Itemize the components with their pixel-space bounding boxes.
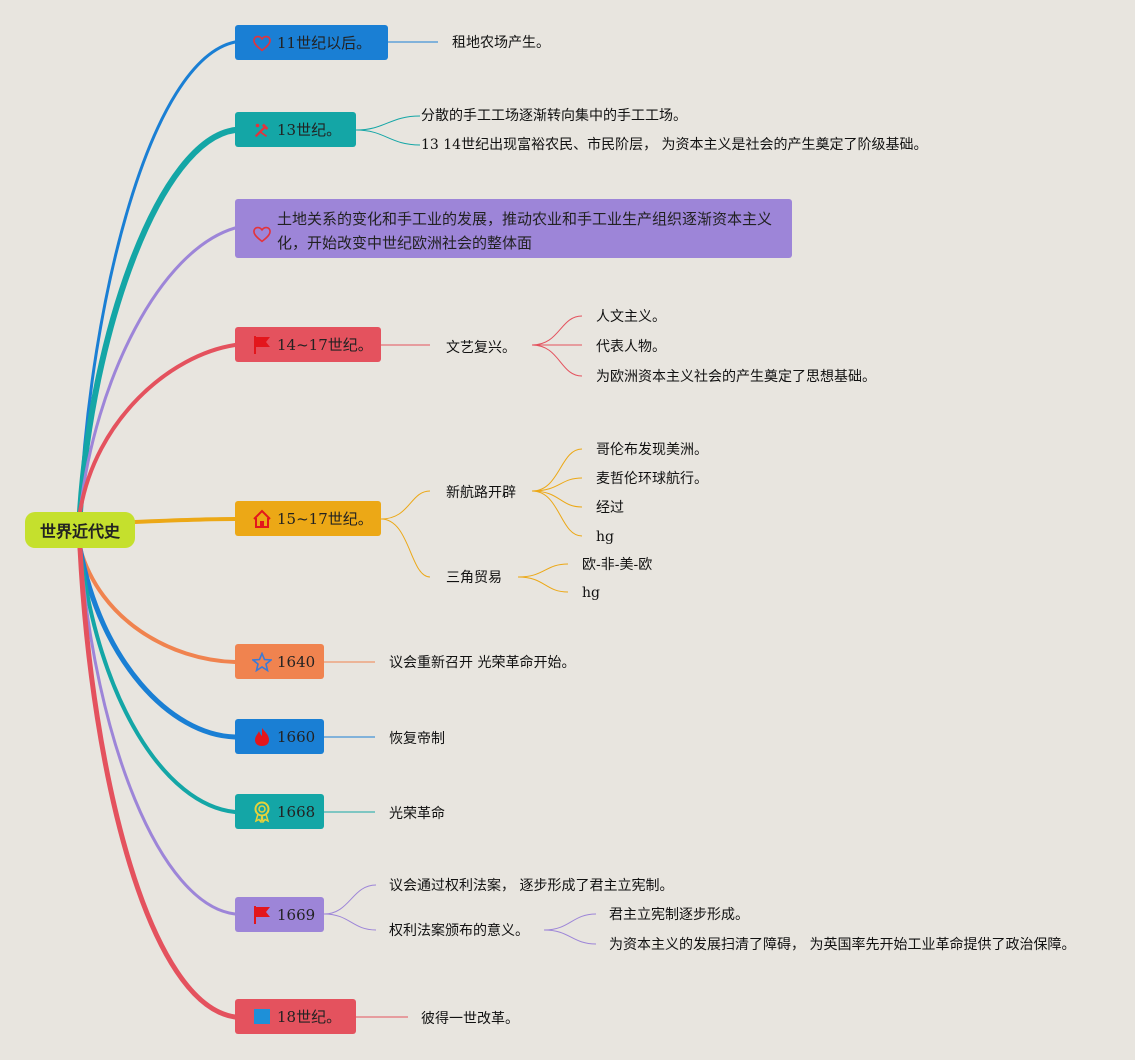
subtopic-text[interactable]: 三角贸易	[446, 570, 502, 586]
leaf-text[interactable]: 为欧洲资本主义社会的产生奠定了思想基础。	[596, 369, 876, 385]
leaf-text[interactable]: 议会重新召开 光荣革命开始。	[389, 655, 576, 671]
leaf-text[interactable]: 欧-非-美-欧	[582, 557, 653, 573]
flag-icon	[251, 334, 273, 356]
topic-1669[interactable]: 1669	[235, 897, 324, 932]
fire-icon	[251, 726, 273, 748]
topic-11th-century[interactable]: 11世纪以后。	[235, 25, 388, 60]
leaf-text[interactable]: 经过	[596, 500, 624, 516]
leaf-text[interactable]: 13 14世纪出现富裕农民、市民阶层， 为资本主义是社会的产生奠定了阶级基础。	[421, 137, 928, 153]
leaf-text[interactable]: hg	[596, 529, 614, 545]
subtopic-text[interactable]: 新航路开辟	[446, 485, 516, 501]
award-icon	[251, 801, 273, 823]
leaf-text[interactable]: 彼得一世改革。	[421, 1011, 519, 1027]
heart-icon	[251, 32, 273, 54]
flag-icon	[251, 904, 273, 926]
root-topic[interactable]: 世界近代史	[25, 512, 135, 548]
leaf-text[interactable]: 为资本主义的发展扫清了障碍， 为英国率先开始工业革命提供了政治保障。	[609, 937, 1076, 953]
topic-15-17th-century[interactable]: 15~17世纪。	[235, 501, 381, 536]
leaf-text[interactable]: 租地农场产生。	[452, 35, 550, 51]
leaf-text[interactable]: hg	[582, 585, 600, 601]
home-icon	[251, 508, 273, 530]
topic-1668[interactable]: 1668	[235, 794, 324, 829]
subtopic-text[interactable]: 文艺复兴。	[446, 340, 516, 356]
subtopic-text[interactable]: 权利法案颁布的意义。	[389, 923, 529, 939]
flag-square-icon	[251, 1006, 273, 1028]
leaf-text[interactable]: 分散的手工工场逐渐转向集中的手工工场。	[421, 108, 687, 124]
leaf-text[interactable]: 麦哲伦环球航行。	[596, 471, 708, 487]
leaf-text[interactable]: 光荣革命	[389, 806, 445, 822]
leaf-text[interactable]: 哥伦布发现美洲。	[596, 442, 708, 458]
leaf-text[interactable]: 人文主义。	[596, 309, 666, 325]
topic-1660[interactable]: 1660	[235, 719, 324, 754]
topic-14-17th-century[interactable]: 14~17世纪。	[235, 327, 381, 362]
topic-18th-century[interactable]: 18世纪。	[235, 999, 356, 1034]
heart-icon	[251, 223, 273, 245]
star-icon	[251, 651, 273, 673]
leaf-text[interactable]: 恢复帝制	[389, 731, 445, 747]
leaf-text[interactable]: 君主立宪制逐步形成。	[609, 907, 749, 923]
leaf-text[interactable]: 代表人物。	[596, 339, 666, 355]
topic-1640[interactable]: 1640	[235, 644, 324, 679]
topic-land-relations[interactable]: 土地关系的变化和手工业的发展，推动农业和手工业生产组织逐渐资本主义化，开始改变中…	[235, 199, 792, 258]
leaf-text[interactable]: 议会通过权利法案， 逐步形成了君主立宪制。	[389, 878, 674, 894]
tools-icon	[251, 119, 273, 141]
topic-13th-century[interactable]: 13世纪。	[235, 112, 356, 147]
